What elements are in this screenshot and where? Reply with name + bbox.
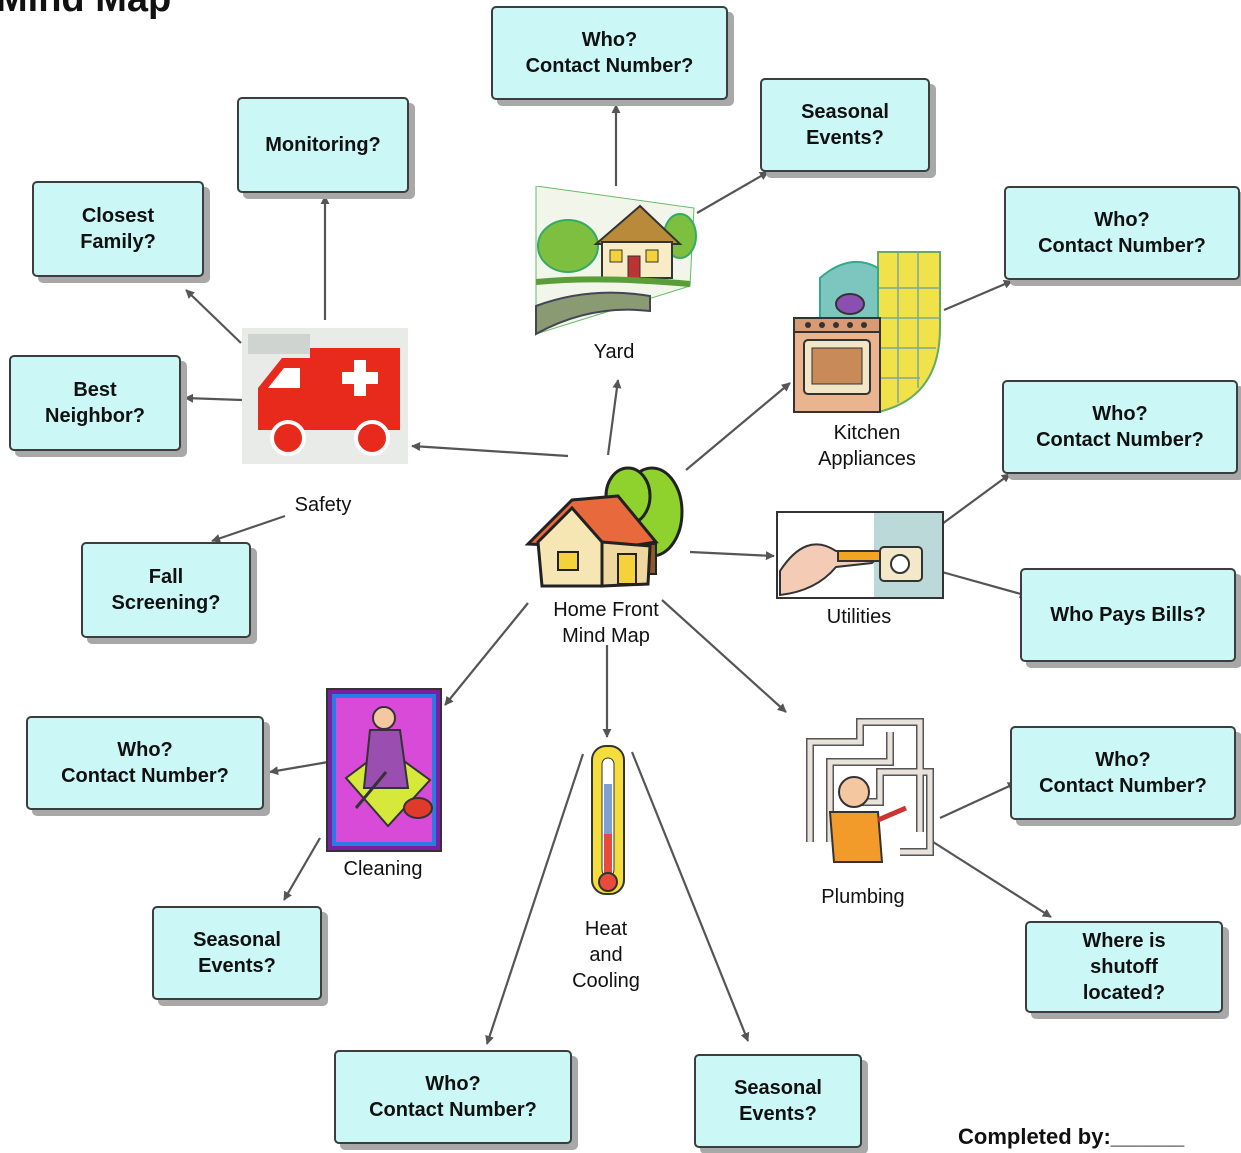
box-yard-who-text: Who? Contact Number? bbox=[525, 29, 694, 77]
arrow-kitchen-who bbox=[943, 279, 1013, 312]
box-utilities-who-text: Who? Contact Number? bbox=[1036, 403, 1204, 451]
home-center-picture bbox=[524, 466, 684, 588]
center-label: Home Front Mind Map bbox=[553, 599, 659, 647]
arrow-safety-fall bbox=[211, 514, 286, 543]
arrow-cleaning-who bbox=[269, 760, 329, 776]
category-label-utilities: Utilities bbox=[826, 606, 892, 628]
category-label-yard: Yard bbox=[593, 341, 635, 363]
box-safety-fall-text: Fall Screening? bbox=[111, 566, 221, 614]
cleaning-vacuum-picture bbox=[326, 688, 442, 852]
box-safety-monitoring: Monitoring? bbox=[237, 97, 409, 193]
box-utilities-who: Who? Contact Number? bbox=[1002, 380, 1238, 474]
box-heat-seasonal-text: Seasonal Events? bbox=[734, 1077, 822, 1125]
plumbing-plumber-picture bbox=[806, 718, 934, 863]
arrow-safety-neighbor bbox=[184, 393, 243, 403]
arrow-center-cleaning bbox=[444, 602, 529, 706]
arrow-cleaning-seasonal bbox=[283, 837, 321, 901]
arrow-utilities-who bbox=[941, 473, 1011, 525]
arrow-center-plumbing bbox=[661, 599, 787, 713]
box-yard-seasonal: Seasonal Events? bbox=[760, 78, 930, 172]
arrow-heat-who bbox=[485, 753, 585, 1045]
box-plumbing-shutoff-text: Where is shutoff located? bbox=[1082, 930, 1166, 1004]
arrow-center-safety bbox=[411, 442, 569, 458]
box-yard-seasonal-text: Seasonal Events? bbox=[801, 101, 889, 149]
box-heat-seasonal: Seasonal Events? bbox=[694, 1054, 862, 1148]
box-safety-family: Closest Family? bbox=[32, 181, 204, 277]
box-plumbing-who-text: Who? Contact Number? bbox=[1039, 749, 1207, 797]
box-safety-monitoring-text: Monitoring? bbox=[265, 134, 381, 156]
kitchen-appliances-picture bbox=[793, 251, 941, 414]
category-label-plumbing: Plumbing bbox=[821, 886, 905, 908]
box-cleaning-seasonal: Seasonal Events? bbox=[152, 906, 322, 1000]
category-label-heat: Heat and Cooling bbox=[572, 918, 640, 992]
arrow-plumbing-shutoff bbox=[929, 839, 1052, 918]
box-safety-family-text: Closest Family? bbox=[80, 205, 156, 253]
arrow-center-kitchen bbox=[685, 382, 791, 471]
box-cleaning-who-text: Who? Contact Number? bbox=[61, 739, 229, 787]
arrow-safety-family bbox=[185, 289, 242, 344]
arrow-heat-seasonal bbox=[630, 751, 750, 1042]
arrow-yard-seasonal bbox=[696, 171, 769, 214]
box-cleaning-who: Who? Contact Number? bbox=[26, 716, 264, 810]
box-heat-who-text: Who? Contact Number? bbox=[369, 1073, 537, 1121]
arrow-plumbing-who bbox=[939, 782, 1017, 819]
box-plumbing-shutoff: Where is shutoff located? bbox=[1025, 921, 1223, 1013]
box-safety-fall: Fall Screening? bbox=[81, 542, 251, 638]
arrow-center-yard bbox=[606, 379, 622, 456]
box-utilities-bills: Who Pays Bills? bbox=[1020, 568, 1236, 662]
box-heat-who: Who? Contact Number? bbox=[334, 1050, 572, 1144]
thermometer-picture bbox=[591, 745, 625, 895]
arrow-center-utilities bbox=[689, 550, 775, 561]
completed-by-line: Completed by:______ bbox=[958, 1124, 1185, 1149]
diagram-title: Mind Map bbox=[0, 0, 171, 21]
box-yard-who: Who? Contact Number? bbox=[491, 6, 728, 100]
box-cleaning-seasonal-text: Seasonal Events? bbox=[193, 929, 281, 977]
category-label-cleaning: Cleaning bbox=[343, 858, 423, 880]
box-kitchen-who: Who? Contact Number? bbox=[1004, 186, 1240, 280]
box-utilities-bills-text: Who Pays Bills? bbox=[1050, 604, 1206, 626]
box-kitchen-who-text: Who? Contact Number? bbox=[1038, 209, 1206, 257]
arrow-utilities-bills bbox=[941, 570, 1029, 599]
box-safety-neighbor: Best Neighbor? bbox=[9, 355, 181, 451]
utilities-outlet-picture bbox=[776, 511, 944, 599]
yard-house-picture bbox=[535, 186, 697, 336]
category-label-safety: Safety bbox=[294, 494, 352, 516]
category-label-kitchen: Kitchen Appliances bbox=[818, 422, 916, 470]
box-safety-neighbor-text: Best Neighbor? bbox=[45, 379, 145, 427]
box-plumbing-who: Who? Contact Number? bbox=[1010, 726, 1236, 820]
safety-ambulance-picture bbox=[242, 328, 408, 464]
